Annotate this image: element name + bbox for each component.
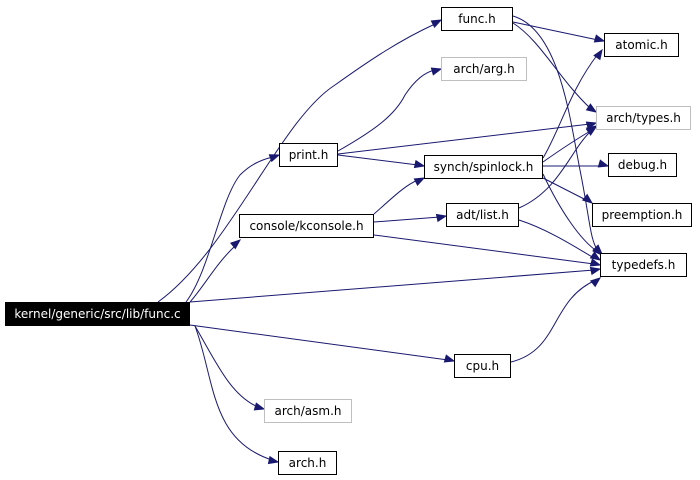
- edge-spinlock-h-to-preemption-h-line: [542, 177, 589, 202]
- edge-func-c-to-cpu-h-line: [189, 324, 449, 361]
- edge-spinlock-h-to-typedefs-h-line: [542, 173, 599, 253]
- node-atomic-h[interactable]: atomic.h: [604, 33, 679, 57]
- node-arch-arg-h[interactable]: arch/arg.h: [441, 57, 527, 81]
- edge-func-c-to-typedefs-h-arrowhead: [589, 266, 602, 276]
- edge-spinlock-h-to-atomic-h-line: [542, 53, 599, 159]
- edge-spinlock-h-to-atomic-h: [542, 48, 603, 159]
- edge-func-c-to-arch-h-line: [194, 325, 273, 461]
- edge-print-h-to-spinlock-h-line: [337, 154, 419, 166]
- edge-func-c-to-print-h-line: [185, 156, 274, 303]
- edge-kconsole-h-to-list-h-arrowhead: [435, 213, 448, 223]
- edge-spinlock-h-to-arch-types-h-line: [542, 129, 593, 163]
- edge-print-h-to-spinlock-h: [337, 154, 426, 169]
- edge-spinlock-h-to-preemption-h: [542, 177, 594, 204]
- edge-print-h-to-arch-types-h-line: [337, 123, 591, 155]
- edge-kconsole-h-to-list-h-line: [373, 216, 441, 223]
- edge-kconsole-h-to-typedefs-h: [373, 234, 602, 267]
- node-arch-types-h[interactable]: arch/types.h: [596, 106, 691, 130]
- edge-spinlock-h-to-debug-h-arrowhead: [597, 159, 610, 168]
- edge-print-h-to-arch-arg-h-arrowhead: [430, 67, 443, 76]
- edge-func-h-to-arch-types-h: [512, 22, 598, 113]
- edge-func-c-to-kconsole-h-arrowhead: [229, 239, 242, 250]
- edge-cpu-h-to-typedefs-h-arrowhead: [589, 277, 602, 288]
- edge-print-h-to-spinlock-h-arrowhead: [413, 159, 426, 169]
- node-func-h[interactable]: func.h: [441, 7, 513, 31]
- edge-kconsole-h-to-typedefs-h-arrowhead: [589, 258, 602, 267]
- edge-func-c-to-arch-asm-h: [194, 325, 266, 411]
- edge-func-h-to-typedefs-h: [512, 15, 603, 256]
- edge-list-h-to-typedefs-h-arrowhead: [589, 251, 602, 261]
- edge-spinlock-h-to-typedefs-h: [542, 173, 603, 255]
- edge-func-h-to-atomic-h-arrowhead: [593, 34, 606, 43]
- node-func-c[interactable]: kernel/generic/src/lib/func.c: [5, 302, 190, 326]
- edge-list-h-to-typedefs-h-line: [518, 219, 595, 259]
- node-list-h[interactable]: adt/list.h: [446, 203, 519, 227]
- edge-spinlock-h-to-preemption-h-arrowhead: [581, 193, 594, 204]
- node-arch-asm-h[interactable]: arch/asm.h: [264, 399, 352, 423]
- edge-func-h-to-typedefs-h-line: [512, 15, 599, 252]
- edge-func-h-to-arch-types-h-line: [512, 22, 591, 109]
- node-preemption-h[interactable]: preemption.h: [592, 203, 692, 227]
- edge-kconsole-h-to-spinlock-h-arrowhead: [413, 177, 426, 187]
- edge-spinlock-h-to-atomic-h-arrowhead: [593, 48, 603, 61]
- node-spinlock-h[interactable]: synch/spinlock.h: [424, 155, 543, 179]
- edge-cpu-h-to-typedefs-h: [510, 277, 602, 363]
- edge-func-c-to-kconsole-h-line: [189, 245, 236, 303]
- edge-func-h-to-atomic-h-line: [512, 21, 599, 41]
- edge-func-c-to-cpu-h: [189, 324, 456, 363]
- edge-func-c-to-arch-asm-h-line: [194, 325, 259, 408]
- node-debug-h[interactable]: debug.h: [608, 153, 677, 177]
- edge-print-h-to-arch-arg-h: [337, 67, 443, 152]
- edge-func-c-to-print-h-arrowhead: [268, 154, 281, 163]
- edge-kconsole-h-to-spinlock-h-line: [373, 179, 419, 215]
- edge-spinlock-h-to-debug-h: [543, 159, 610, 168]
- edge-func-h-to-atomic-h: [512, 21, 606, 43]
- edge-func-c-to-kconsole-h: [189, 239, 242, 303]
- edge-spinlock-h-to-typedefs-h-arrowhead: [592, 244, 603, 255]
- edge-func-c-to-arch-h: [194, 325, 280, 465]
- edge-func-c-to-func-h-arrowhead: [430, 19, 443, 29]
- node-typedefs-h[interactable]: typedefs.h: [600, 253, 687, 277]
- edge-cpu-h-to-typedefs-h-line: [510, 279, 597, 363]
- edge-func-c-to-typedefs-h-line: [189, 269, 595, 303]
- node-cpu-h[interactable]: cpu.h: [454, 354, 511, 378]
- edge-func-c-to-cpu-h-arrowhead: [443, 354, 456, 363]
- node-kconsole-h[interactable]: console/kconsole.h: [239, 214, 374, 238]
- edge-func-h-to-arch-types-h-arrowhead: [585, 103, 598, 113]
- edge-list-h-to-arch-types-h-arrowhead: [585, 125, 598, 135]
- edge-spinlock-h-to-arch-types-h: [542, 126, 598, 163]
- edge-list-h-to-arch-types-h: [518, 125, 598, 209]
- edge-func-c-to-arch-asm-h-arrowhead: [253, 402, 266, 411]
- edge-func-c-to-func-h-line: [157, 23, 436, 303]
- edge-func-c-to-print-h: [185, 154, 281, 303]
- edge-func-c-to-arch-h-arrowhead: [267, 455, 280, 465]
- edge-func-c-to-typedefs-h: [189, 266, 602, 303]
- node-arch-h[interactable]: arch.h: [278, 451, 337, 475]
- edge-kconsole-h-to-spinlock-h: [373, 177, 426, 215]
- edge-print-h-to-arch-arg-h-line: [337, 69, 436, 152]
- edge-func-c-to-func-h: [157, 19, 443, 303]
- edge-list-h-to-typedefs-h: [518, 219, 602, 261]
- edge-list-h-to-arch-types-h-line: [518, 129, 593, 209]
- edge-kconsole-h-to-list-h: [373, 213, 448, 223]
- node-print-h[interactable]: print.h: [279, 143, 338, 167]
- edge-kconsole-h-to-typedefs-h-line: [373, 234, 595, 265]
